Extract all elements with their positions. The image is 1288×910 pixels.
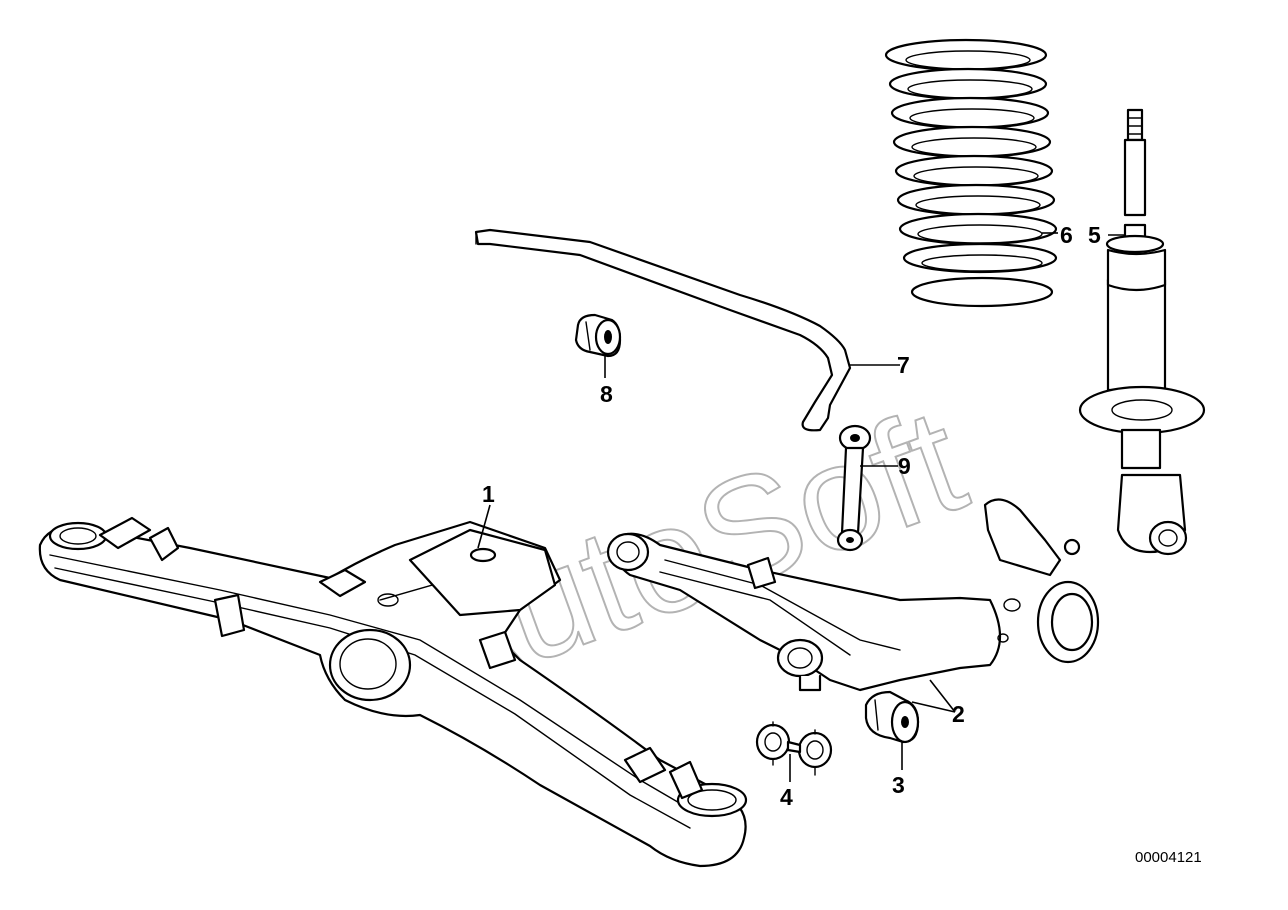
coil-spring: [884, 38, 1058, 308]
callout-2: 2: [952, 701, 965, 727]
callout-7: 7: [897, 352, 910, 378]
callout-4: 4: [780, 784, 793, 810]
shock-absorber: [1078, 108, 1206, 556]
leader-2b: [911, 701, 956, 713]
callout-9: 9: [898, 453, 911, 479]
callout-8: 8: [600, 381, 613, 407]
leader-2a: [929, 679, 956, 713]
leader-1: [477, 504, 491, 549]
trailing-arm: [606, 498, 1100, 692]
callout-1: 1: [482, 481, 495, 507]
axle-carrier: [38, 516, 748, 868]
rubber-mount: [864, 690, 920, 744]
callout-3: 3: [892, 772, 905, 798]
stabilizer-link-pair: [755, 721, 833, 776]
stabilizer-bar: [474, 228, 852, 432]
stabilizer-link: [836, 424, 872, 552]
callout-5: 5: [1088, 222, 1101, 248]
catalog-number: 00004121: [1135, 849, 1202, 866]
callout-6: 6: [1060, 222, 1073, 248]
stabilizer-bushing: [574, 313, 622, 358]
